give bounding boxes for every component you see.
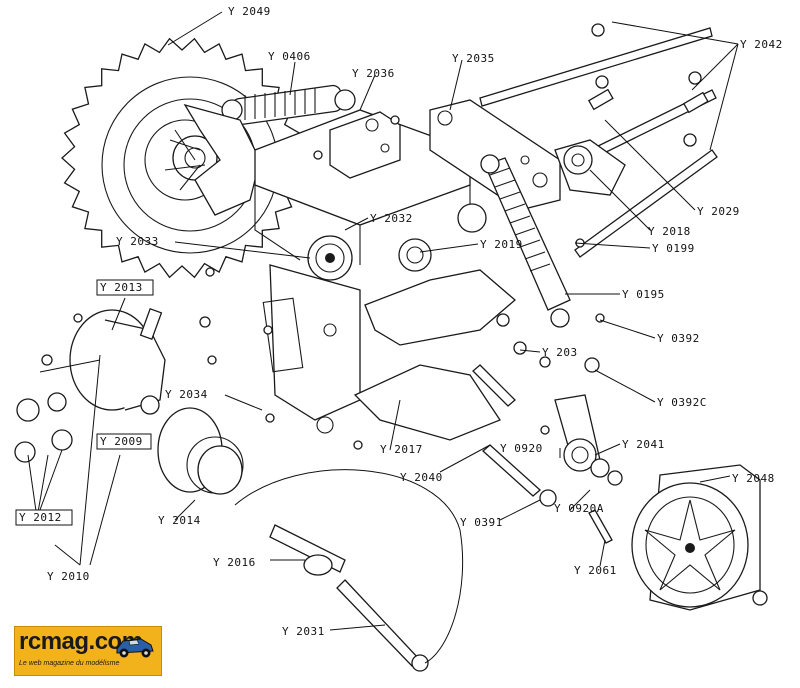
lower-plate-part (262, 264, 361, 434)
part-label: Y 2033 (116, 235, 159, 248)
part-label: Y 2049 (228, 5, 271, 18)
chassis-block-part (254, 109, 471, 265)
pivot-block-part (554, 139, 626, 196)
hub-carrier-part (554, 394, 623, 486)
part-label: Y 203 (542, 346, 578, 359)
part-label: Y 2034 (165, 388, 208, 401)
part-label: Y 2061 (574, 564, 617, 577)
part-label: Y 0199 (652, 242, 695, 255)
part-label: Y 2036 (352, 67, 395, 80)
rc-car-icon (116, 638, 154, 658)
part-label: Y 2012 (19, 511, 62, 524)
part-label: Y 2019 (480, 238, 523, 251)
lower-arm-part (364, 269, 516, 346)
label-box-2012 (15, 509, 73, 526)
part-label: Y 2014 (158, 514, 201, 527)
logo-tagline: Le web magazine du modélisme (19, 660, 120, 667)
part-label: Y 2017 (380, 443, 423, 456)
part-label: Y 2035 (452, 52, 495, 65)
small-links-part (472, 313, 613, 544)
drive-shaft-part (234, 469, 464, 672)
part-label: Y 2029 (697, 205, 740, 218)
part-label: Y 0920A (554, 502, 604, 515)
top-shock-part (221, 84, 356, 126)
part-label: Y 2031 (282, 625, 325, 638)
part-label: Y 0920 (500, 442, 543, 455)
leader-lines (27, 11, 739, 631)
part-label: Y 2010 (47, 570, 90, 583)
screws-part (73, 115, 605, 450)
part-label: Y 0392C (657, 396, 707, 409)
label-box-2013 (96, 279, 154, 296)
rear-arm-part (353, 364, 501, 441)
part-label: Y 2042 (740, 38, 783, 51)
rcmag-logo: rcmag.com Le web magazine du modélisme (14, 626, 162, 676)
part-label: Y 2009 (100, 435, 143, 448)
part-label: Y 2013 (100, 281, 143, 294)
part-label: Y 0392 (657, 332, 700, 345)
part-label: Y 0406 (268, 50, 311, 63)
spur-gear-part (398, 203, 487, 272)
part-label: Y 2040 (400, 471, 443, 484)
part-label: Y 2048 (732, 472, 775, 485)
wheel-right-part (631, 464, 768, 611)
label-box-2009 (96, 433, 152, 450)
bevel-ring-part (157, 407, 244, 495)
upper-arm-left-part (183, 103, 261, 216)
part-label: Y 0391 (460, 516, 503, 529)
part-label: Y 2032 (370, 212, 413, 225)
rear-plate-part (429, 99, 561, 211)
rear-shock-part (480, 154, 571, 328)
part-label: Y 0195 (622, 288, 665, 301)
gearbox-housing-part (69, 307, 166, 415)
part-label: Y 2041 (622, 438, 665, 451)
bearing-part (307, 235, 353, 281)
part-label: Y 2018 (648, 225, 691, 238)
part-label: Y 2016 (213, 556, 256, 569)
